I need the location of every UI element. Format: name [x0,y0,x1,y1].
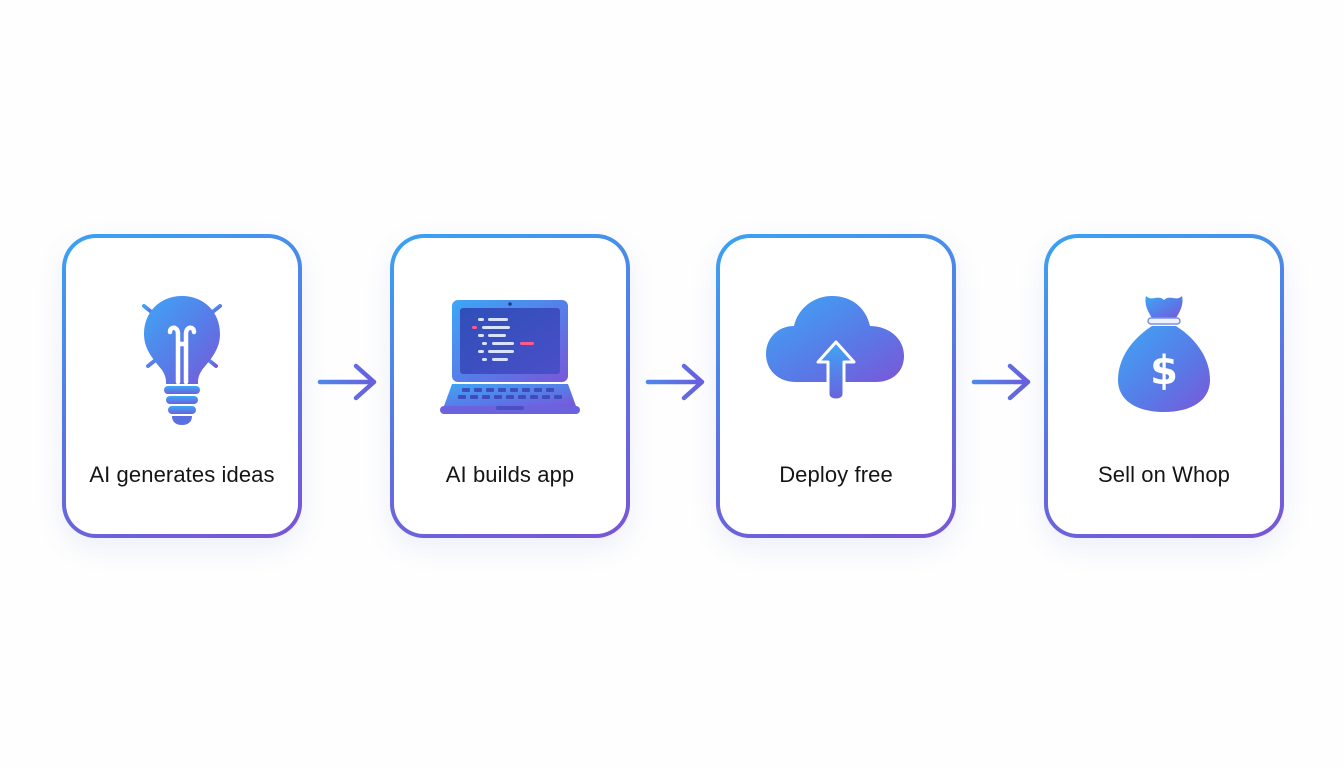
step-label: Deploy free [779,462,893,487]
money-bag-icon: $ [1118,296,1210,412]
lightbulb-icon [138,296,226,425]
arrow-right-icon [317,363,377,401]
step-label: AI builds app [445,462,575,487]
laptop-code-icon [440,300,580,414]
dollar-sign: $ [1150,348,1178,394]
step-label: Sell on Whop [1097,462,1231,487]
cloud-upload-icon [766,296,904,402]
step-card-deploy: Deploy free [716,234,956,538]
arrow-right-icon [645,363,705,401]
arrow-right-icon [971,363,1031,401]
step-label: AI generates ideas [89,462,275,487]
step-card-ideas: AI generates ideas [62,234,302,538]
step-card-sell: $ Sell on Whop [1044,234,1284,538]
step-card-build: AI builds app [390,234,630,538]
